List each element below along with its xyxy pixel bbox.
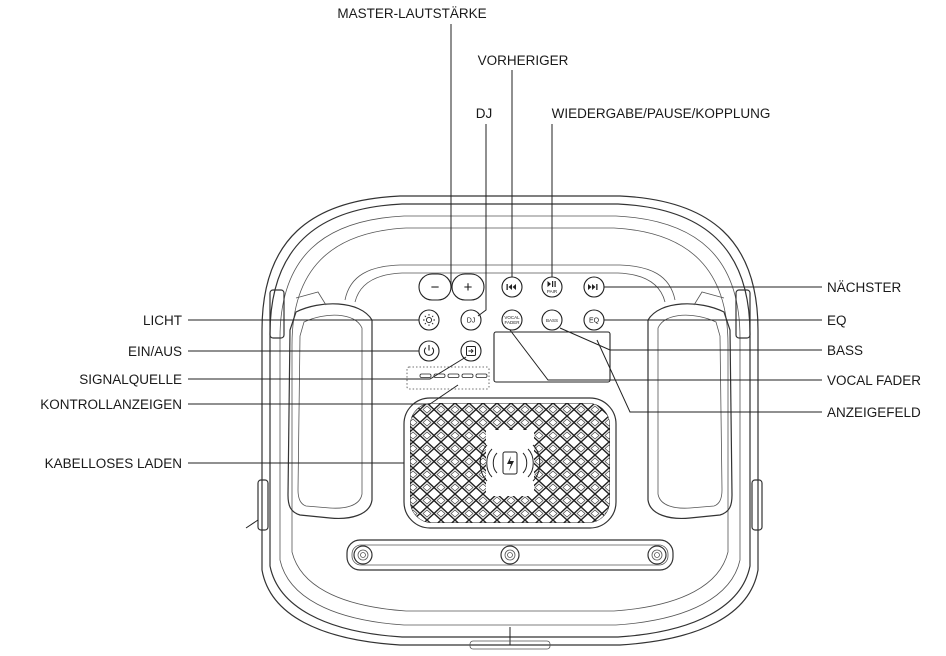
label-master-volume: MASTER-LAUTSTÄRKE (337, 6, 486, 21)
indicator-lights (406, 366, 490, 390)
label-bass: BASS (827, 343, 863, 358)
power-button[interactable] (418, 340, 440, 362)
wireless-charging-icon (479, 444, 541, 482)
label-wireless-charging: KABELLOSES LADEN (45, 456, 182, 471)
screw-icon (647, 545, 667, 565)
bass-button[interactable]: BASS (541, 309, 563, 331)
bass-button-label: BASS (546, 318, 558, 323)
next-track-icon (588, 284, 598, 290)
screw-icon (353, 545, 373, 565)
dj-button-label: DJ (467, 318, 476, 325)
leader-lines (188, 24, 822, 464)
label-power: EIN/AUS (128, 344, 182, 359)
control-panel: − + PAIR (406, 273, 611, 390)
light-button[interactable] (418, 309, 440, 331)
vocal-fader-button[interactable]: VOCAL FADER (501, 309, 523, 331)
display-panel (493, 331, 611, 383)
plus-icon: + (464, 279, 473, 296)
label-source: SIGNALQUELLE (79, 372, 182, 387)
label-play-pause-pair: WIEDERGABE/PAUSE/KOPPLUNG (552, 106, 771, 121)
volume-down-button[interactable]: − (418, 273, 452, 301)
pair-label: PAIR (547, 289, 558, 294)
sun-icon (423, 314, 435, 326)
label-vocal-fader: VOCAL FADER (827, 373, 921, 388)
wireless-charging-pad (403, 397, 617, 529)
label-indicators: KONTROLLANZEIGEN (40, 397, 182, 412)
eq-button[interactable]: EQ (583, 309, 605, 331)
label-previous: VORHERIGER (478, 53, 569, 68)
eq-button-label: EQ (589, 318, 600, 325)
callout-labels: MASTER-LAUTSTÄRKE VORHERIGER DJ WIEDERGA… (40, 6, 921, 471)
previous-button[interactable] (501, 276, 523, 298)
power-icon (423, 345, 435, 356)
play-pause-icon (547, 281, 556, 287)
label-light: LICHT (143, 313, 182, 328)
label-eq: EQ (827, 313, 847, 328)
label-next: NÄCHSTER (827, 280, 902, 295)
vocal-fader-label-line1: VOCAL (504, 315, 520, 320)
next-button[interactable] (583, 276, 605, 298)
play-pause-pair-button[interactable]: PAIR (541, 276, 563, 298)
label-display: ANZEIGEFELD (827, 405, 921, 420)
speaker-body (245, 195, 763, 650)
dj-button[interactable]: DJ (460, 309, 482, 331)
source-button[interactable] (460, 340, 482, 362)
minus-icon: − (431, 279, 440, 296)
bottom-bar (346, 539, 674, 571)
volume-up-button[interactable]: + (451, 273, 485, 301)
input-source-icon (466, 346, 476, 356)
previous-track-icon (506, 284, 516, 290)
screw-icon (500, 545, 520, 565)
vocal-fader-label-line2: FADER (504, 320, 520, 325)
label-dj: DJ (476, 106, 493, 121)
